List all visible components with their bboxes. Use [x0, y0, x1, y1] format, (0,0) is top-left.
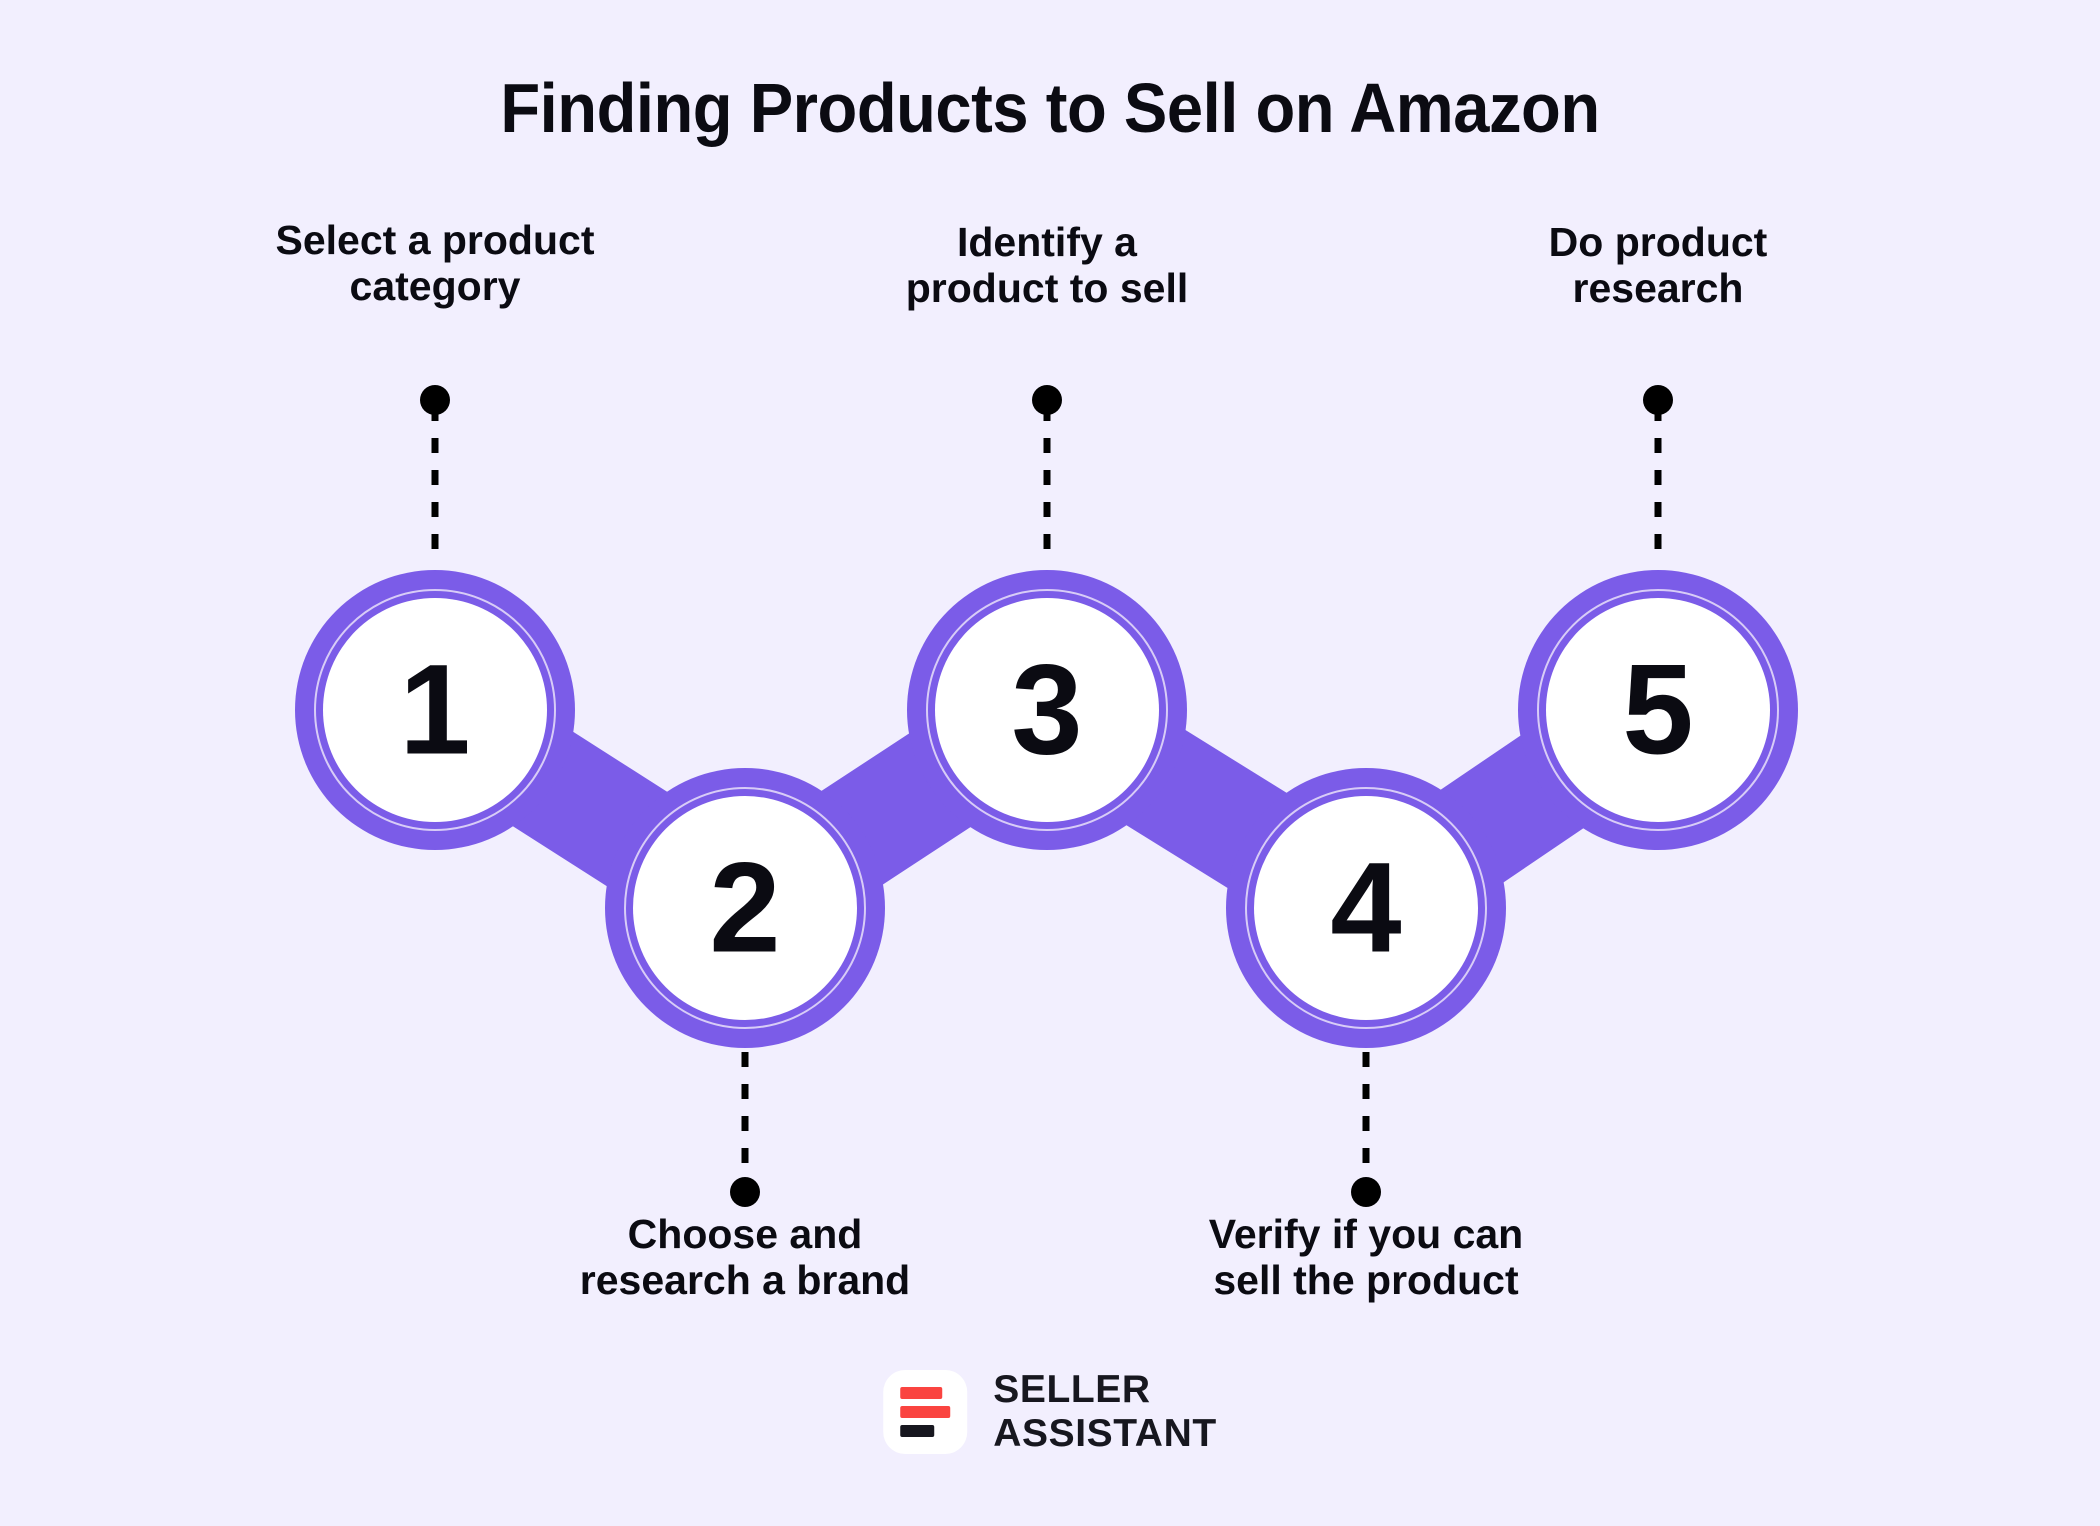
step-label-4: Verify if you can sell the product: [1208, 1211, 1524, 1303]
step-node-4[interactable]: 4: [1226, 768, 1506, 1048]
seller-assistant-mark-icon: [883, 1369, 968, 1454]
step-number-1: 1: [399, 639, 470, 782]
step-disc-3: [935, 598, 1159, 822]
step-disc-4: [1254, 796, 1478, 1020]
page-title: Finding Products to Sell on Amazon: [500, 69, 1600, 147]
step-node-3[interactable]: 3: [907, 570, 1187, 850]
brand-name: SELLER ASSISTANT: [993, 1368, 1217, 1455]
step-hairline-1: [314, 589, 556, 831]
step-disc-2: [633, 796, 857, 1020]
dashed-leader-layer: [420, 385, 1673, 1207]
logo-bar-bottom-icon: [900, 1424, 935, 1437]
leader-dot-5: [1643, 385, 1673, 415]
brand-logo: SELLER ASSISTANT: [883, 1368, 1217, 1455]
step-node-1[interactable]: 1: [295, 570, 575, 850]
step-hairline-2: [624, 787, 866, 1029]
logo-bar-middle-icon: [900, 1405, 951, 1418]
step-node-5[interactable]: 5: [1518, 570, 1798, 850]
logo-bar-top-icon: [900, 1386, 943, 1399]
step-disc-5: [1546, 598, 1770, 822]
step-number-2: 2: [709, 837, 780, 980]
step-disc-1: [323, 598, 547, 822]
leader-dot-3: [1032, 385, 1062, 415]
step-hairline-3: [926, 589, 1168, 831]
step-label-5: Do product research: [1548, 219, 1768, 312]
step-hairline-4: [1245, 787, 1487, 1029]
step-number-4: 4: [1330, 837, 1401, 980]
leader-dot-2: [730, 1177, 760, 1207]
step-number-5: 5: [1622, 639, 1693, 782]
step-number-3: 3: [1011, 639, 1082, 782]
step-node-2[interactable]: 2: [605, 768, 885, 1048]
step-hairline-5: [1537, 589, 1779, 831]
step-label-1: Select a product category: [275, 217, 595, 310]
leader-dot-1: [420, 385, 450, 415]
leader-dot-4: [1351, 1177, 1381, 1207]
step-label-3: Identify a product to sell: [905, 219, 1189, 312]
step-node-layer: 1 2 3 4 5: [295, 570, 1798, 1048]
step-label-2: Choose and research a brand: [579, 1211, 911, 1303]
